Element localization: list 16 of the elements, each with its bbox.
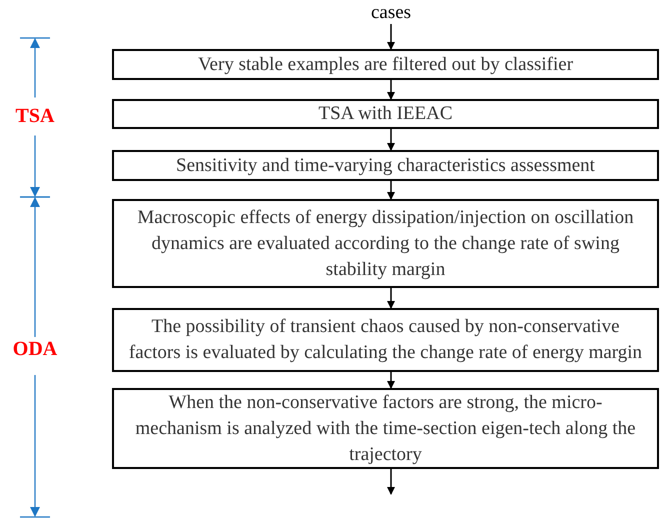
arrow <box>387 288 395 309</box>
arrow <box>387 181 395 200</box>
process-box: Sensitivity and time-varying characteristics assessment <box>112 150 659 181</box>
arrow <box>387 129 395 151</box>
arrow <box>387 24 395 50</box>
input-text: cases <box>341 2 441 24</box>
process-box: TSA with IEEAC <box>112 99 659 129</box>
phase-label: TSA <box>14 104 56 128</box>
arrow <box>387 372 395 389</box>
phase-label: ODA <box>12 337 58 361</box>
arrow <box>387 469 395 495</box>
process-box: The possibility of transient chaos caused by non-conservative factors is evaluated by calculating the change rate of energy margin <box>112 308 659 372</box>
process-box: When the non-conservative factors are strong, the micro-mechanism is analyzed with the time-section eigen-tech along the trajectory <box>112 388 659 469</box>
process-box: Very stable examples are filtered out by classifier <box>112 49 659 80</box>
process-box: Macroscopic effects of energy dissipation/injection on oscillation dynamics are evaluated according to the change rate of swing stability margin <box>112 199 659 288</box>
arrow <box>387 80 395 100</box>
